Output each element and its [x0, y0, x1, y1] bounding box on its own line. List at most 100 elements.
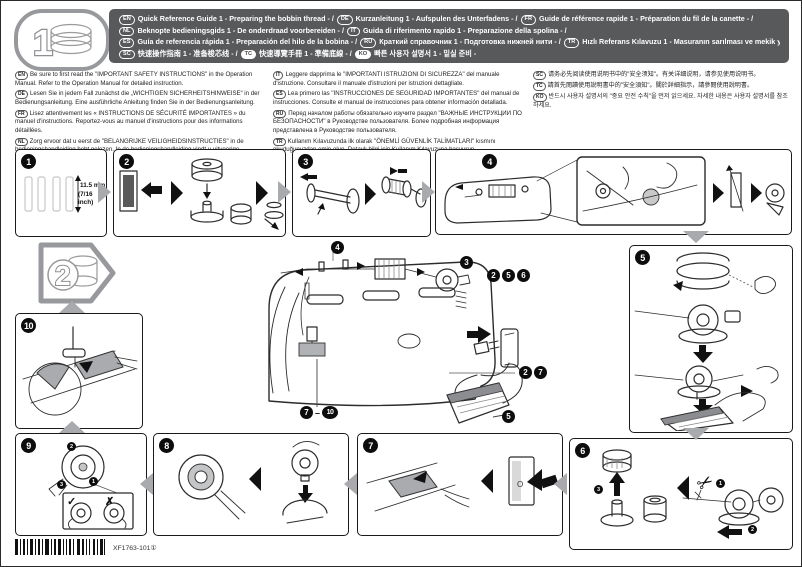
flow-arrow-6-to-7 [554, 473, 567, 495]
step-number-badge: 8 [159, 438, 174, 453]
title-ru: Краткий справочник 1 - Подготовка нижней… [379, 37, 561, 46]
title-it: Guida di riferimento rapido 1 - Preparaz… [362, 25, 567, 35]
note-lang-badge: NL [15, 137, 28, 147]
correct-mark: ✓ [67, 496, 76, 508]
next-sheet-badge: 2 [37, 239, 117, 312]
note-lang-badge: KO [533, 93, 547, 102]
step-panel-2: 2 [113, 149, 286, 237]
callout-plate-7: 7 [300, 406, 313, 419]
lang-badge-en: EN [119, 15, 135, 25]
step-panel-9: 9 ✓ ✗ 2 3 1 [15, 433, 147, 536]
step-number-badge: 5 [635, 250, 650, 265]
substep-badge: 1 [89, 477, 98, 486]
substep-badge: 3 [57, 480, 66, 489]
power-off-label: O [517, 480, 523, 489]
step-panel-6: 6 ✂ 3 1 2 [569, 438, 793, 550]
note-text: Leggere dapprima le "IMPORTANTI ISTRUZIO… [273, 71, 500, 87]
next-sheet-number: 2 [55, 260, 71, 291]
callout-7-to-10: 7 – 10 [300, 406, 339, 419]
sheet-number: 1 [33, 22, 53, 63]
callout-5: 5 [502, 269, 515, 282]
callout-plate-10: 10 [322, 406, 339, 419]
note-text: 請首先閱讀使用說明書中的"安全須知"。關於詳細指示，請參閱使用說明書。 [547, 82, 754, 89]
step-number-badge: 10 [21, 318, 36, 333]
part-number: XF1763-101① [113, 545, 157, 552]
lang-badge-sc: SC [119, 49, 135, 59]
note-text: Перед началом работы обязательно изучите… [273, 109, 522, 134]
flow-arrow-2-to-3 [278, 181, 291, 203]
lang-badge-nl: NL [119, 26, 135, 36]
step-number-badge: 1 [21, 154, 36, 169]
step-panel-4: 4 [435, 149, 792, 235]
lang-badge-ko: KO [354, 49, 372, 59]
note-text: 반드시 사용자 설명서의 "중요 안전 수칙"을 먼저 읽으세요. 자세한 내용… [533, 93, 788, 109]
bobbin-height-mm: 11.5 mm [80, 182, 106, 189]
note-lang-badge: EN [15, 71, 28, 80]
substep-badge: 2 [67, 442, 76, 451]
step-number-badge: 7 [363, 438, 378, 453]
step-panel-10: 10 [15, 313, 143, 429]
callout-2: 2 [487, 269, 500, 282]
title-nl: Beknopte bedieningsgids 1 - De onderdraa… [137, 25, 344, 35]
panel3-spool-pin-illustration [300, 167, 427, 215]
panel9-insert-bobbin-illustration: ✓ ✗ [48, 445, 134, 530]
callout-4: 4 [331, 241, 344, 254]
panel1-bobbin-size-illustration [24, 175, 81, 213]
note-lang-badge: FR [15, 109, 28, 119]
step-panel-7: 7 O [357, 433, 563, 536]
bobbin-height-inch: (7/16 inch) [78, 191, 94, 206]
sheet-number-badge: 1 [14, 9, 110, 71]
step-number-badge: 6 [575, 443, 590, 458]
lang-badge-ru: RU [360, 38, 377, 48]
substep-badge: 1 [716, 479, 725, 488]
scissors-icon: ✂ [693, 470, 718, 496]
flow-arrow-4-to-5 [683, 231, 709, 243]
panel5-wind-bobbin-illustration [634, 252, 779, 431]
wrong-mark: ✗ [105, 496, 114, 508]
panel6-cut-thread-remove-bobbin-illustration: ✂ [600, 449, 784, 539]
step-panel-5: 5 [629, 245, 793, 433]
range-dash: – [315, 407, 321, 418]
title-de: Kurzanleitung 1 - Aufspulen des Unterfad… [355, 14, 518, 23]
note-text: 请务必先阅读使用说明书中的"安全须知"。有关详细说明，请参见使用说明书。 [547, 71, 760, 78]
panel10-replace-cover-illustration [22, 326, 138, 416]
callout-7b: 7 [534, 366, 547, 379]
note-text: Lisez attentivement les « INSTRUCTIONS D… [15, 109, 246, 134]
step-panel-1: 1 11.5 mm (7/16 inch) [15, 149, 107, 237]
title-es: Guía de referencia rápida 1 - Preparació… [137, 37, 358, 46]
note-lang-badge: RU [273, 109, 287, 119]
barcode [15, 539, 105, 555]
panel2-power-off-set-bobbin-illustration [119, 158, 284, 230]
note-lang-badge: ES [273, 90, 286, 99]
flow-arrow-1-to-2 [98, 181, 111, 203]
step-number-badge: 2 [119, 154, 134, 169]
title-ko: 빠른 사용자 설명서 1 - 밑실 준비 - [374, 48, 477, 58]
callout-cord-2-7: 2 7 [519, 366, 547, 379]
lang-badge-de: DE [336, 15, 353, 25]
title-fr: Guide de référence rapide 1 - Préparatio… [539, 14, 754, 23]
step-number-badge: 4 [482, 154, 497, 169]
panel7-remove-cover-power-off-illustration: O [366, 456, 559, 512]
note-text: Lesen Sie in jedem Fall zunächst die „WI… [15, 90, 260, 106]
substep-badge: 2 [748, 525, 757, 534]
step-number-badge: 3 [298, 154, 313, 169]
panel4-thread-guide-illustration [444, 156, 785, 226]
title-sc: 快速操作指南 1 - 准备梭芯线 - / [137, 48, 238, 58]
lang-badge-tr: TR [563, 38, 580, 48]
title-tc: 快速導覽手冊 1 - 準備底線 - / [259, 48, 352, 58]
flow-arrow-8-to-9 [140, 473, 153, 495]
flow-arrow-7-to-8 [344, 473, 357, 495]
